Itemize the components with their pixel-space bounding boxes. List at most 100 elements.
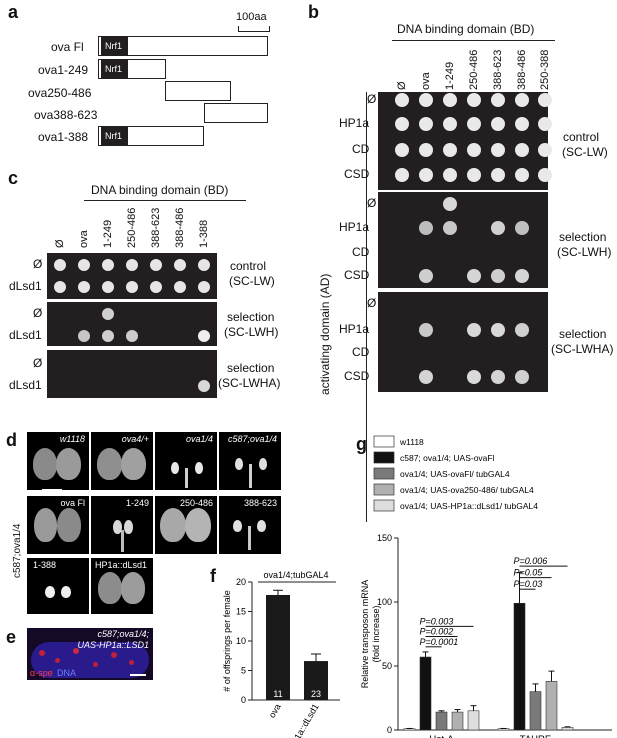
p-value-label: P=0.05 (514, 568, 544, 578)
panel-b-row-label: CD (352, 245, 370, 259)
ovary-lobe (233, 520, 242, 532)
image-label: 388-623 (243, 498, 277, 508)
chart-title: ova1/4;tubGAL4 (263, 570, 328, 580)
ovary-lobe (97, 448, 122, 480)
panel-b-row-label: CD (352, 142, 370, 156)
ovary-image: ova Fl (27, 496, 89, 554)
panel-b-row-label: HP1a (339, 220, 370, 234)
yeast-spot (150, 281, 162, 293)
yeast-spot (515, 323, 529, 337)
yeast-spot (419, 117, 433, 131)
legend-swatch (373, 435, 395, 448)
yeast-spot (198, 330, 210, 342)
y-tick-label: 150 (377, 533, 392, 543)
scale-bar (42, 489, 62, 491)
panel-b-row-label: CSD (344, 167, 370, 181)
yeast-spot (102, 330, 114, 342)
panel-b-row-label: Ø (367, 92, 377, 106)
ovary-lobe (56, 448, 81, 480)
y-tick-label: 0 (387, 725, 392, 735)
panel-b-column-label: 250-486 (468, 49, 480, 90)
panel-c-column-label: 250-486 (126, 207, 138, 248)
nrf1-domain: Nrf1 (101, 59, 128, 79)
yeast-spot (538, 143, 552, 157)
x-tick-label: ova (267, 702, 283, 720)
bar (266, 594, 290, 700)
panel-b-row-label: HP1a (339, 322, 370, 336)
panel-c-row-label: Ø (33, 356, 43, 370)
x-tick-label: TAHRE (520, 734, 552, 738)
yeast-spot (467, 143, 481, 157)
panel-b-cond2-line1: selection (559, 230, 607, 244)
panel-e-genotype-line2: UAS-HP1a::LSD1 (77, 640, 149, 650)
yeast-spot (102, 259, 114, 271)
yeast-spot (467, 117, 481, 131)
n-label: 23 (311, 689, 321, 699)
yeast-spot (491, 143, 505, 157)
yeast-spot (515, 117, 529, 131)
bar (545, 681, 558, 731)
x-tick-label: Het-A (429, 734, 454, 738)
spectrosome-dot (55, 658, 60, 663)
ovary-image: HP1a::dLsd1 (91, 558, 153, 614)
panel-b-row-label: CD (352, 345, 370, 359)
p-value-label: P=0.0001 (420, 637, 459, 647)
panel-b-row-label: CSD (344, 268, 370, 282)
bar (513, 602, 526, 731)
spectrosome-dot (39, 650, 45, 656)
panel-b-column-label: 388-486 (516, 49, 528, 90)
panel-c-column-label: Ø (54, 239, 66, 248)
p-value-label: P=0.03 (514, 579, 543, 589)
yeast-spot (419, 323, 433, 337)
ovary-lobe (185, 508, 211, 542)
yeast-spot (538, 168, 552, 182)
yeast-spot (419, 93, 433, 107)
image-label: ova4/+ (121, 434, 149, 444)
y-tick-label: 15 (236, 607, 246, 617)
yeast-spot (174, 259, 186, 271)
yeast-spot (491, 269, 505, 283)
ovary-image: 388-623 (219, 496, 281, 554)
panel-b-column-label: Ø (396, 81, 408, 90)
yeast-spot (126, 281, 138, 293)
ovary-lobe (259, 458, 267, 470)
scale-bar-label: 100aa (236, 11, 267, 23)
yeast-spot (78, 281, 90, 293)
legend-label: ova1/4; UAS-HP1a::dLsd1/ tubGAL4 (400, 501, 538, 511)
y-tick-label: 5 (241, 666, 246, 676)
yeast-spot (467, 269, 481, 283)
ovary-lobe (34, 508, 57, 542)
construct-bar-ova-fl (98, 36, 268, 56)
yeast-spot (491, 117, 505, 131)
yeast-spot (419, 143, 433, 157)
panel-d-side-label: c587;ova1/4 (12, 523, 23, 579)
panel-b-row-label: HP1a (339, 116, 370, 130)
panel-b-title: DNA binding domain (BD) (397, 22, 535, 36)
yeast-spot (419, 221, 433, 235)
panel-c-row-label: Ø (33, 257, 43, 271)
yeast-spot (419, 370, 433, 384)
yeast-spot (491, 323, 505, 337)
ovary-lobe (124, 520, 133, 534)
testis-image: c587;ova1/4; UAS-HP1a::LSD1 α-spe DNA (27, 628, 153, 680)
yeast-spot (467, 168, 481, 182)
panel-c-cond1-line2: (SC-LW) (229, 274, 275, 288)
spectrosome-dot (111, 652, 117, 658)
image-label: 1-249 (125, 498, 149, 508)
ovary-image: 1-249 (91, 496, 153, 554)
panel-b-column-label: 388-623 (492, 49, 504, 90)
yeast-spot (150, 259, 162, 271)
panel-c-cond2-line1: selection (227, 310, 275, 324)
panel-b-column-label: ova (420, 72, 432, 90)
bar (435, 711, 448, 731)
legend-swatch (373, 451, 395, 464)
yeast-spot (126, 259, 138, 271)
panel-label-c: c (8, 168, 19, 188)
bar (561, 727, 574, 731)
panel-c-row-label: dLsd1 (9, 279, 42, 293)
yeast-spot (467, 93, 481, 107)
image-label: ova1/4 (185, 434, 213, 444)
x-tick-label: HP1a::dLsd1 (286, 702, 321, 738)
legend-swatch (373, 483, 395, 496)
yeast-spot (102, 308, 114, 320)
